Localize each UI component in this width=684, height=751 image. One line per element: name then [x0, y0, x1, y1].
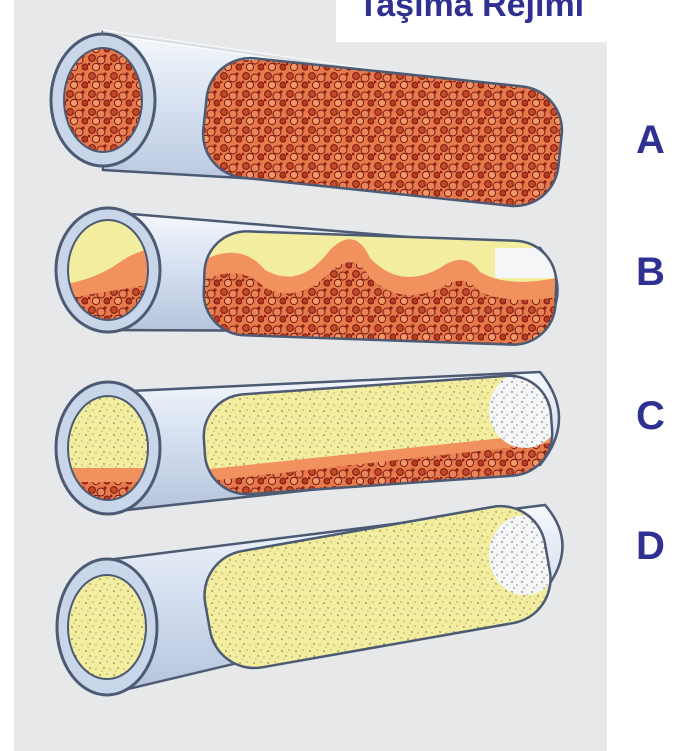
label-a: A: [636, 120, 676, 160]
label-d: D: [636, 526, 676, 566]
tube-a: [51, 32, 580, 210]
tube-d: [57, 490, 570, 695]
tube-c: [56, 360, 570, 514]
tube-b: [56, 208, 570, 355]
label-c: C: [636, 396, 676, 436]
label-b: B: [636, 252, 676, 292]
